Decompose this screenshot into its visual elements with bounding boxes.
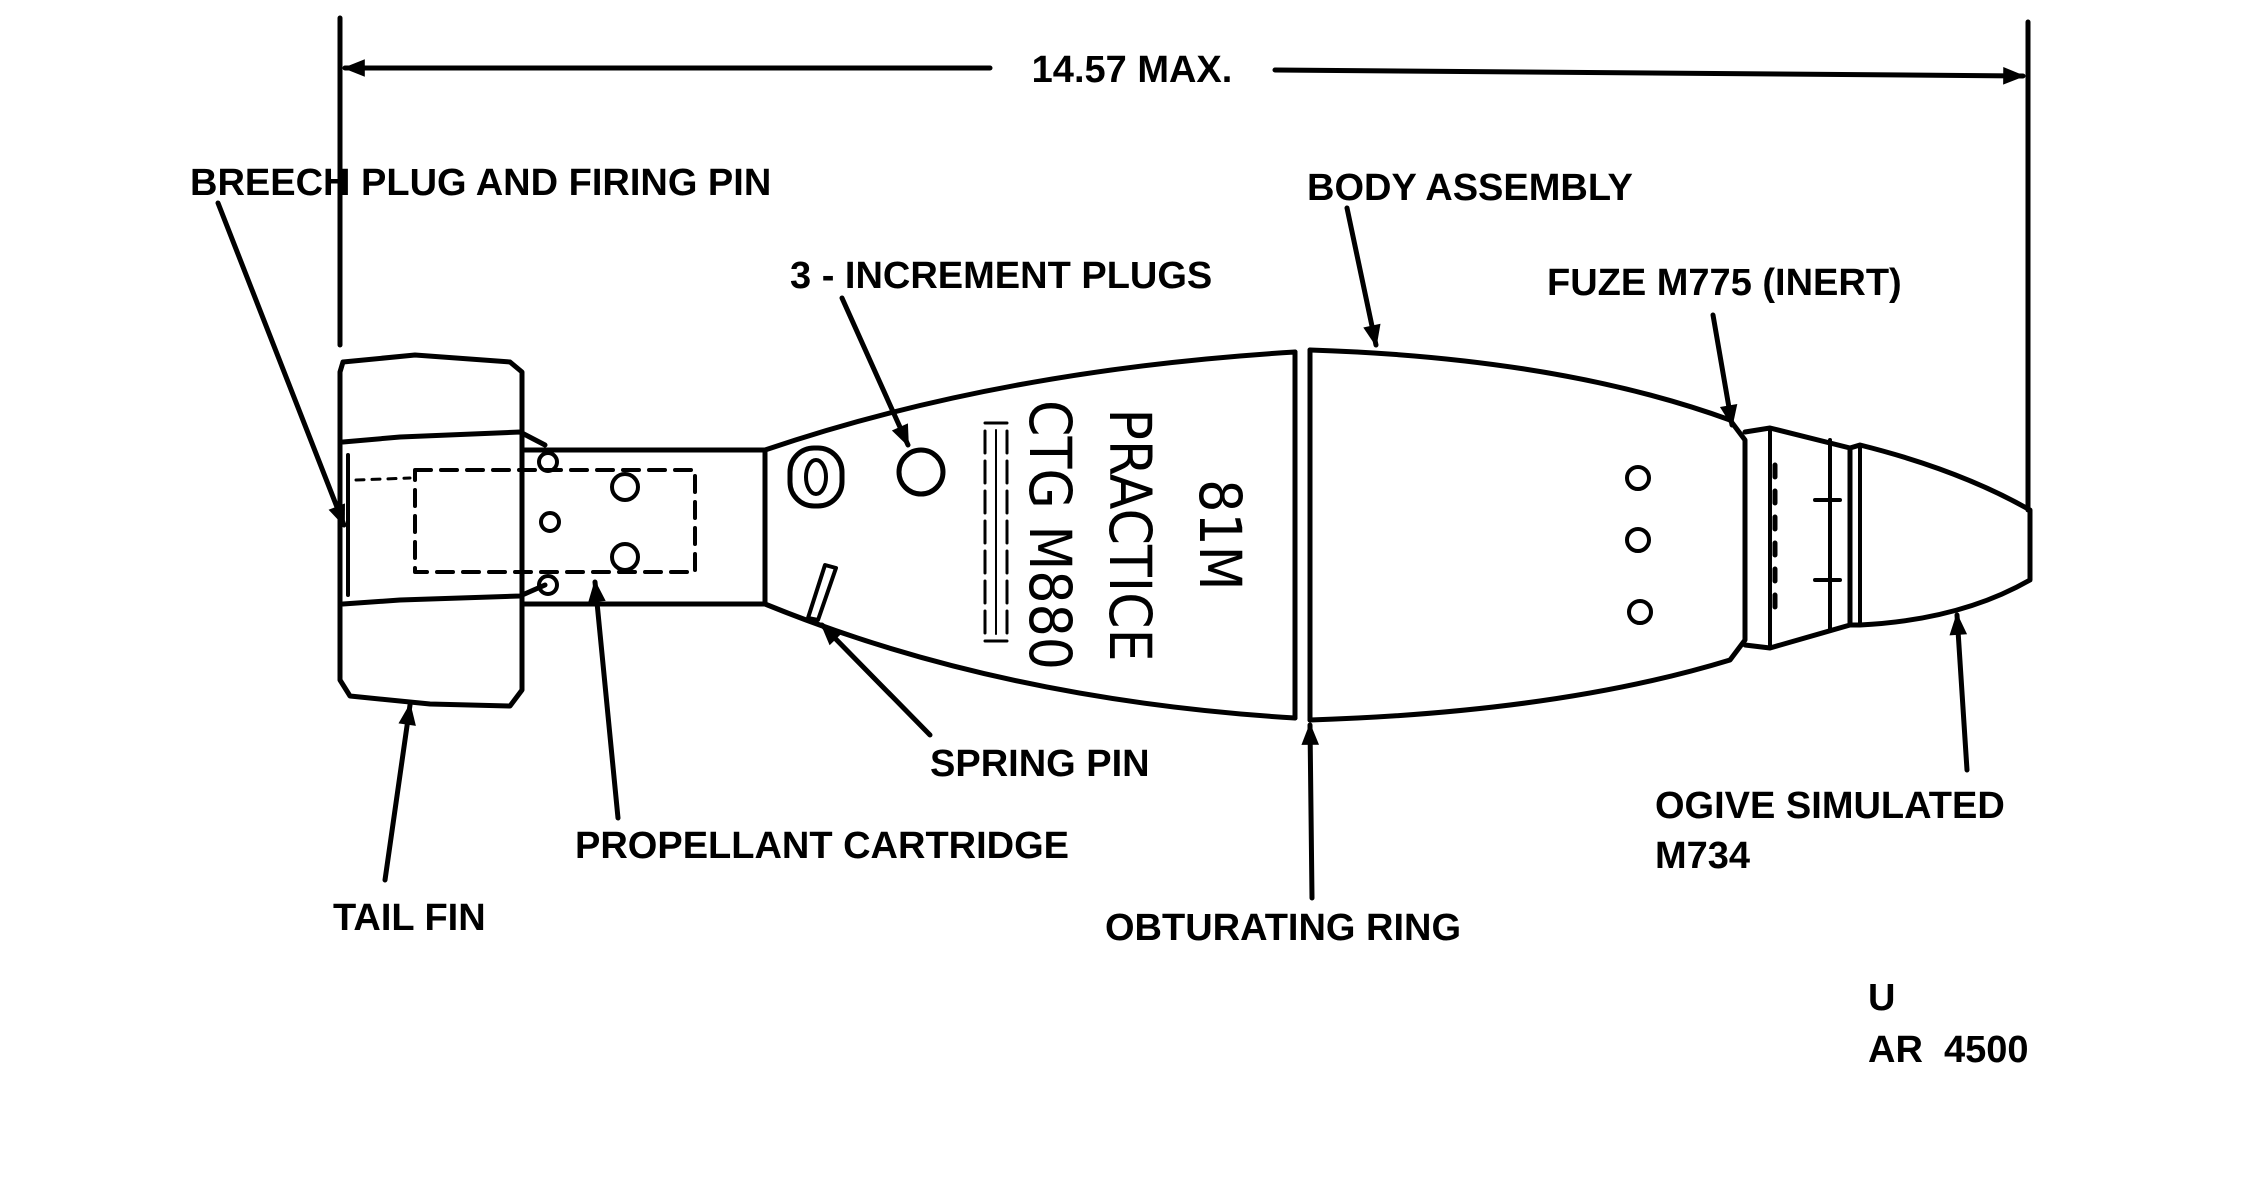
fuze (1742, 425, 1853, 651)
label-fuze: FUZE M775 (INERT) (1547, 262, 1902, 304)
arrow-obturating-ring (1301, 722, 1320, 901)
label-breech-plug: BREECH PLUG AND FIRING PIN (190, 162, 771, 204)
body-marking-line3: CTG M880 (1016, 400, 1084, 670)
arrow-ogive (1949, 612, 1970, 773)
propellant-cartridge-outline (413, 468, 697, 574)
cartridge-drawing: CTG M880 PRACTICE 81M (337, 347, 2033, 723)
arrow-body-assembly (1344, 205, 1381, 348)
leader-arrows (215, 200, 1970, 901)
label-spring-pin: SPRING PIN (930, 743, 1150, 785)
label-tail-fin: TAIL FIN (333, 897, 486, 939)
arrow-tail-fin (382, 702, 416, 883)
figure-id: U AR 4500 (1868, 977, 2029, 1071)
body-assembly (1307, 347, 1748, 723)
dimension-label: 14.57 MAX. (1032, 49, 1233, 91)
obturating-ring (1292, 347, 1313, 723)
spring-pin (806, 563, 838, 622)
body-marking-line1-group: 81M (1186, 479, 1254, 590)
arrow-increment-plugs (839, 295, 911, 448)
arrow-breech-plug (215, 200, 347, 528)
callout-labels: BREECH PLUG AND FIRING PIN BODY ASSEMBLY… (190, 162, 2005, 949)
tail-fin (337, 352, 548, 709)
body-marking-line2: PRACTICE (1096, 408, 1164, 661)
label-propellant-cartridge: PROPELLANT CARTRIDGE (575, 825, 1069, 867)
increment-plug (787, 445, 845, 509)
body-marking-line2-group: PRACTICE (1096, 408, 1164, 661)
label-obturating-ring: OBTURATING RING (1105, 907, 1461, 949)
arrow-spring-pin (819, 622, 933, 738)
label-ogive-line2: M734 (1655, 835, 1750, 877)
boom-section (354, 447, 768, 607)
label-body-assembly: BODY ASSEMBLY (1307, 167, 1633, 209)
body-marking-line1: 81M (1186, 479, 1254, 590)
dimension-arrow-right (1272, 67, 2026, 85)
arrow-propellant-cartridge (588, 579, 621, 821)
label-increment-plugs: 3 - INCREMENT PLUGS (790, 255, 1212, 297)
overall-length-dimension: 14.57 MAX. (337, 15, 2031, 513)
ogive (1847, 442, 2033, 628)
figure-id-line1: U (1868, 977, 1895, 1019)
label-ogive-line1: OGIVE SIMULATED (1655, 785, 2005, 827)
body-marking: CTG M880 (1016, 400, 1084, 670)
figure-id-line2: AR 4500 (1868, 1029, 2029, 1071)
increment-plug (896, 447, 946, 497)
arrow-fuze (1710, 312, 1738, 428)
